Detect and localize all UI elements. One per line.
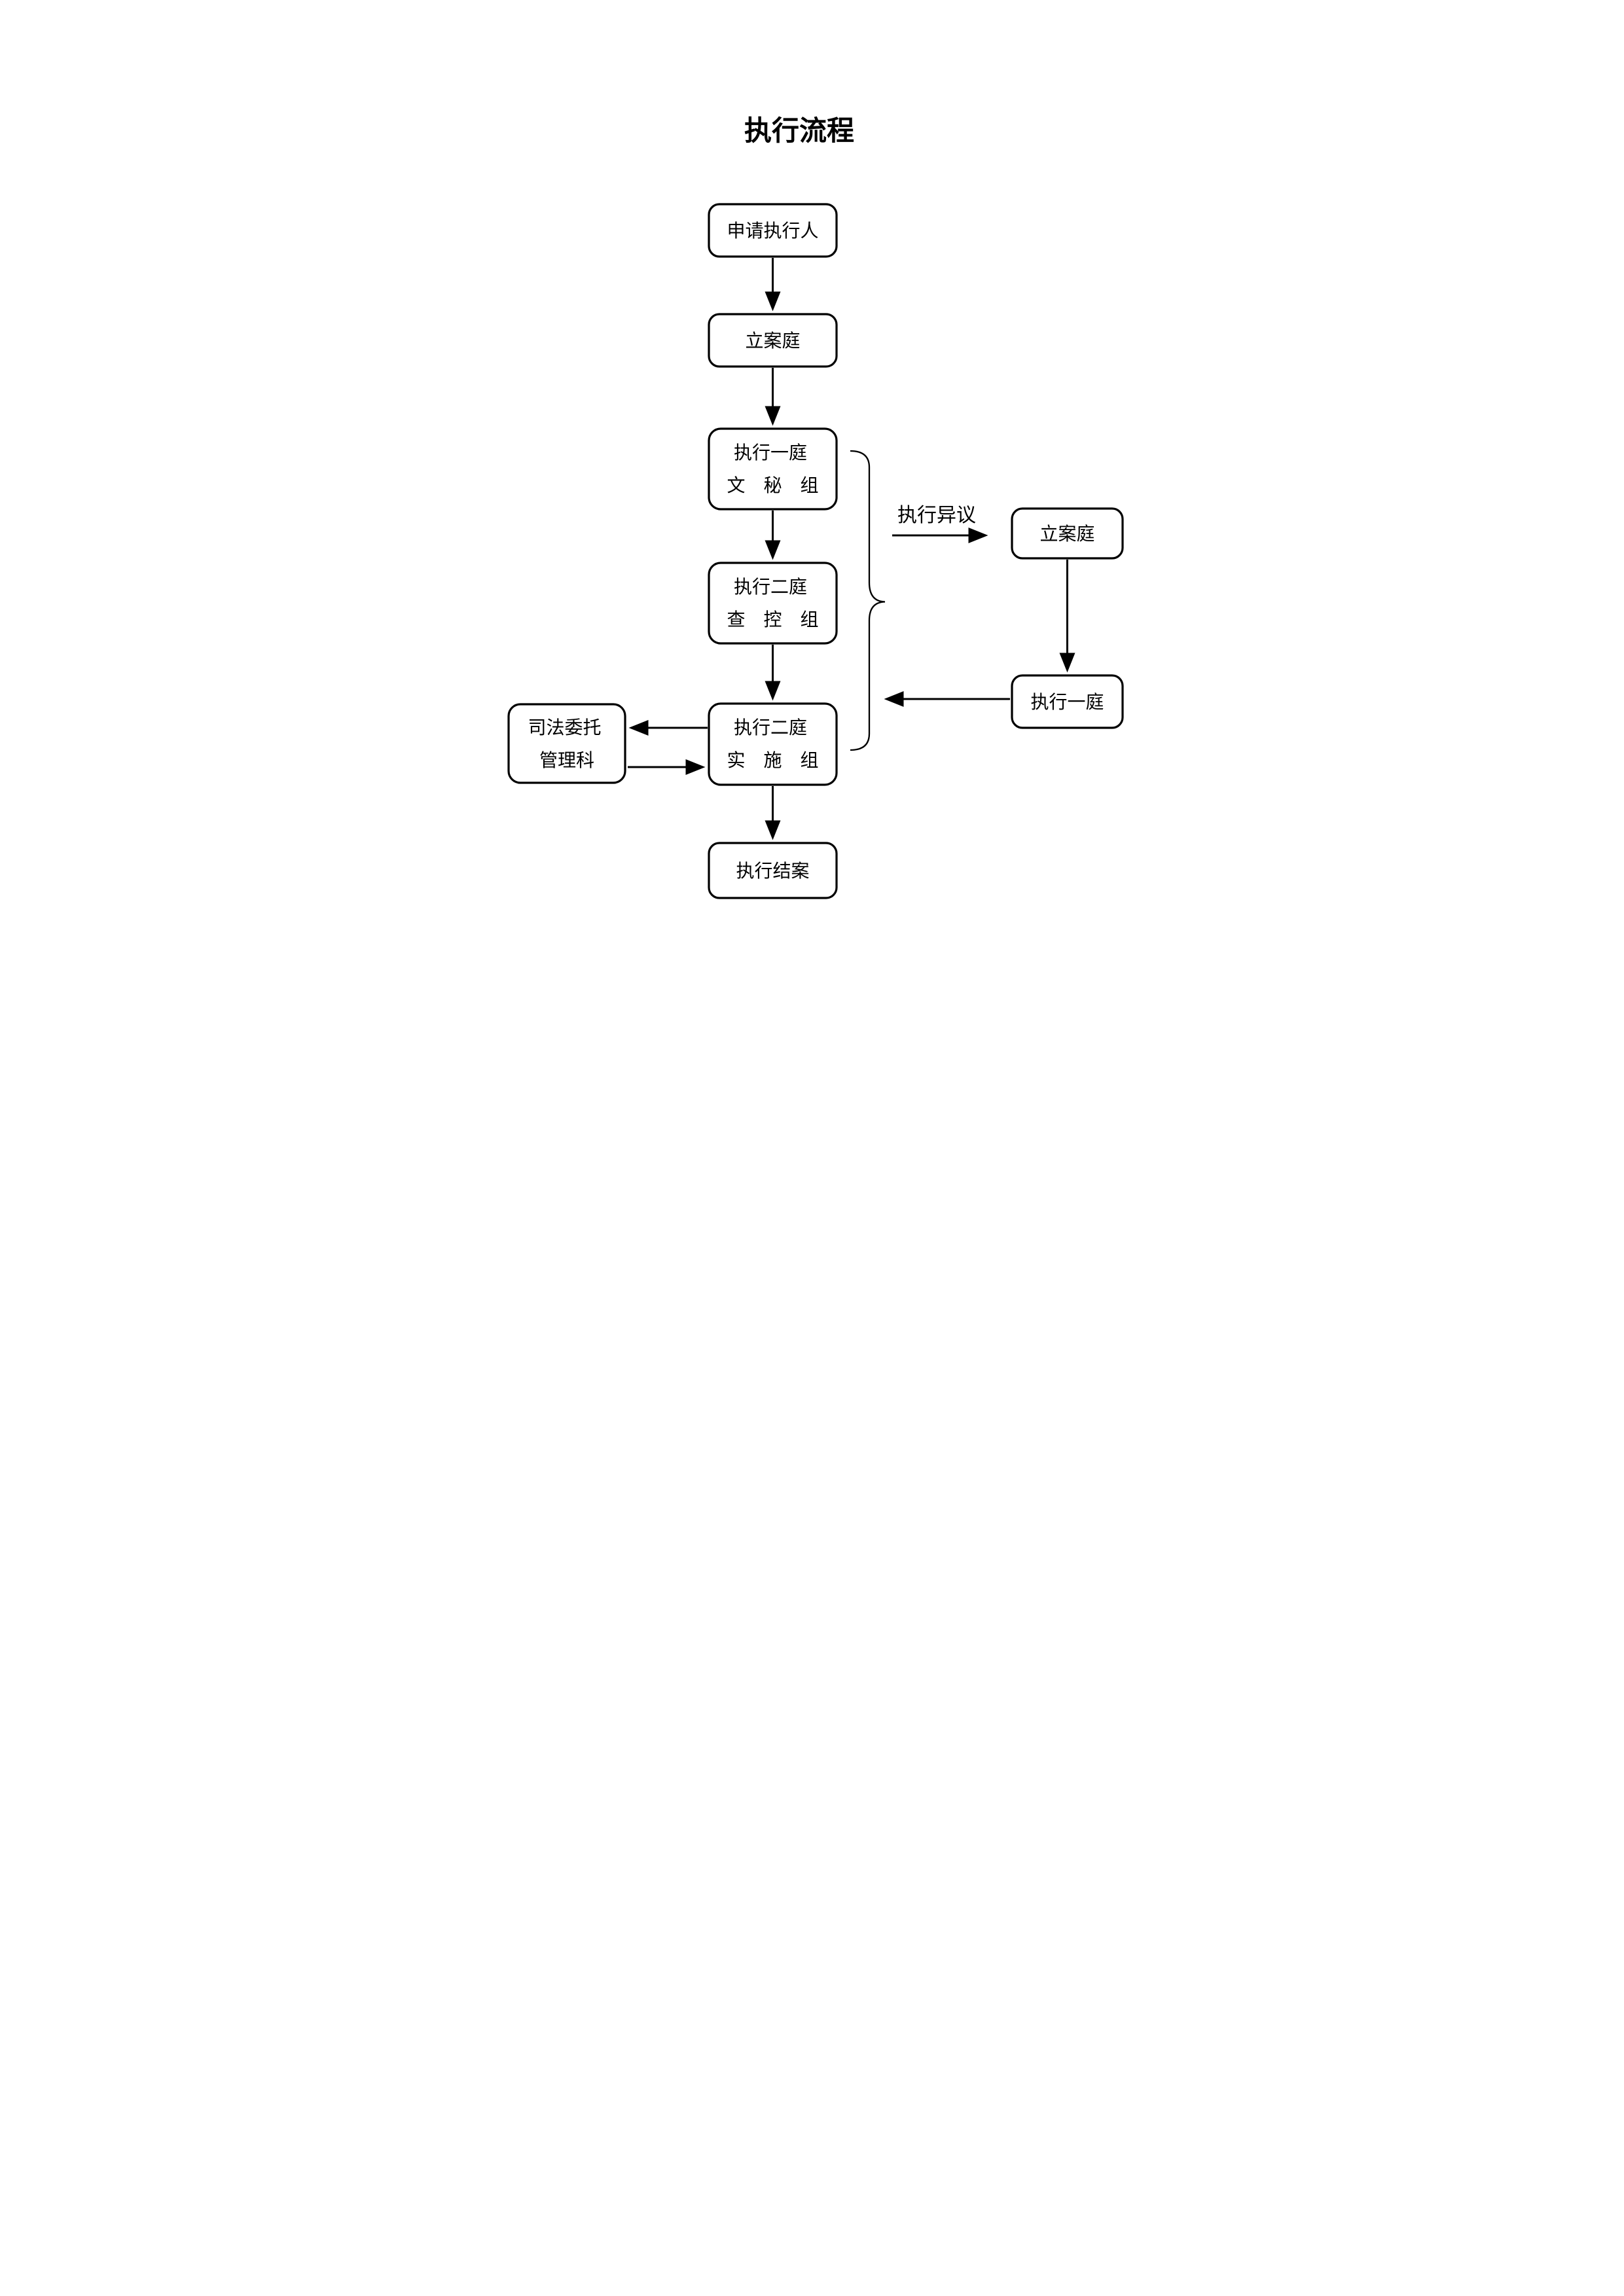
node-judicial-entrustment: 司法委托 管理科 [507, 703, 626, 784]
page-title: 执行流程 [744, 115, 854, 146]
node-filing-court-objection: 立案庭 [1010, 507, 1124, 560]
node-exec-closing-label: 执行结案 [736, 861, 809, 882]
flowchart-canvas: 执行流程 申请执行人 立案庭 执行一庭 文 秘 组 [507, 115, 1124, 899]
node-applicant: 申请执行人 [707, 203, 838, 258]
node-exec-div2-implementation: 执行二庭 实 施 组 [707, 702, 838, 786]
node-filing-court: 立案庭 [707, 313, 838, 368]
node-applicant-label: 申请执行人 [727, 221, 818, 242]
node-exec-div2-inspection: 执行二庭 查 控 组 [707, 562, 838, 645]
node-filing-court-objection-box [1010, 507, 1124, 560]
node-filing-court-label: 立案庭 [745, 331, 800, 351]
label-execution-objection: 执行异议 [897, 505, 976, 526]
node-judicial-entrustment-label: 司法委托 管理科 [528, 717, 605, 771]
node-exec-div1-objection-box [1010, 674, 1124, 729]
node-exec-closing: 执行结案 [707, 842, 838, 899]
node-exec-div1-secretariat-label: 执行一庭 文 秘 组 [727, 442, 818, 496]
curly-brace [850, 450, 885, 751]
document-page: 执行流程 申请执行人 立案庭 执行一庭 文 秘 组 [406, 0, 1218, 1148]
node-judicial-entrustment-box [507, 703, 626, 784]
node-filing-court-box [707, 313, 838, 368]
node-exec-div1-objection: 执行一庭 [1010, 674, 1124, 729]
node-filing-court-objection-label: 立案庭 [1039, 524, 1094, 545]
node-exec-div1-secretariat-box [707, 427, 838, 511]
node-exec-div1-secretariat: 执行一庭 文 秘 组 [707, 427, 838, 511]
node-exec-div2-implementation-label: 执行二庭 实 施 组 [727, 717, 818, 771]
node-exec-div2-inspection-label: 执行二庭 查 控 组 [727, 577, 818, 630]
node-exec-div2-inspection-box [707, 562, 838, 645]
node-exec-div1-objection-label: 执行一庭 [1030, 692, 1104, 713]
node-exec-div2-implementation-box [707, 702, 838, 786]
node-applicant-box [707, 203, 838, 258]
node-exec-closing-box [707, 842, 838, 899]
